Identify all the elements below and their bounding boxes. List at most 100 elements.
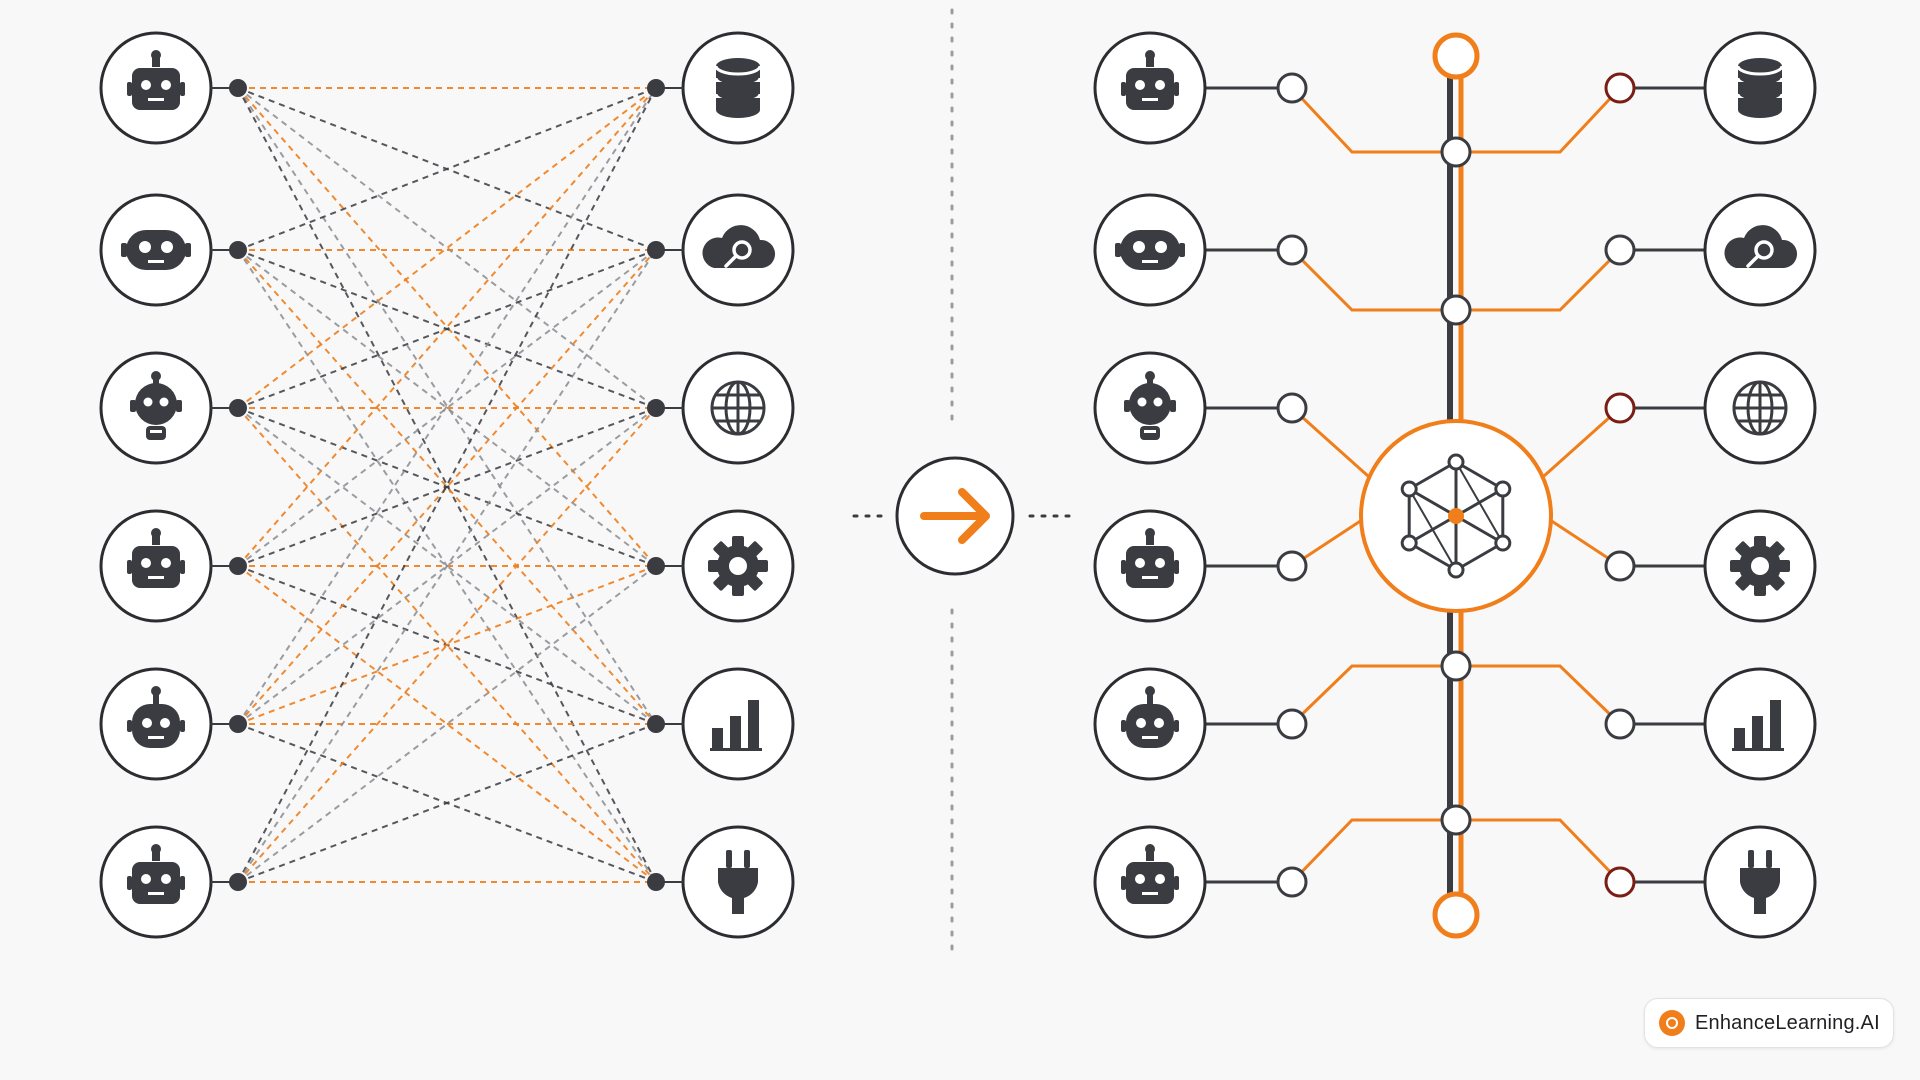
service-port (1604, 708, 1636, 740)
hub-spoke (1455, 514, 1504, 545)
arrow-right-icon (920, 488, 990, 544)
agent-port (229, 79, 247, 97)
agent-node (1093, 351, 1207, 465)
agent-node (1093, 825, 1207, 939)
hub-vertex (1400, 534, 1418, 552)
service-node (1703, 509, 1817, 623)
globe-icon (710, 380, 766, 436)
hub-vertex (1494, 534, 1512, 552)
service-port (647, 399, 665, 417)
hub-vertex (1447, 453, 1465, 471)
bus-junction (1440, 294, 1472, 326)
hub-edge (1455, 461, 1504, 544)
bus-junction (1440, 804, 1472, 836)
service-node (681, 31, 795, 145)
agent-node (1093, 193, 1207, 307)
agent-port (229, 241, 247, 259)
agent-node (99, 509, 213, 623)
gear-icon (1730, 536, 1790, 596)
mesh-link (237, 723, 657, 883)
service-port (1604, 550, 1636, 582)
service-node (1703, 351, 1817, 465)
service-node (681, 193, 795, 307)
right-bus-network (1205, 32, 1705, 939)
mesh-link (237, 87, 657, 251)
agent-port (229, 873, 247, 891)
service-node (681, 825, 795, 939)
agent-node (99, 351, 213, 465)
brand-name: EnhanceLearning.AI (1695, 1011, 1880, 1034)
agent-port (1276, 708, 1308, 740)
hub-spoke (1408, 487, 1457, 518)
mesh-link (237, 87, 657, 567)
service-route (1456, 664, 1622, 726)
service-node (1703, 667, 1817, 781)
service-node (681, 351, 795, 465)
agent-port (229, 557, 247, 575)
mesh-link (237, 87, 657, 725)
hub-edge (1408, 488, 1457, 571)
service-node (1703, 31, 1817, 145)
service-port (1604, 392, 1636, 424)
bus-junction (1440, 136, 1472, 168)
agent-node (99, 667, 213, 781)
hub-edge (1455, 541, 1504, 572)
left-connection-mesh (237, 87, 657, 883)
brand-badge[interactable]: EnhanceLearning.AI (1644, 998, 1894, 1048)
network-hub-icon (1400, 453, 1512, 579)
service-port (1604, 866, 1636, 898)
service-port (647, 557, 665, 575)
service-node (1703, 825, 1817, 939)
brand-logo-icon (1659, 1010, 1685, 1036)
service-port (647, 79, 665, 97)
database-icon (1736, 56, 1784, 120)
agent-node (1093, 667, 1207, 781)
mesh-link (237, 249, 657, 883)
agent-port (1276, 392, 1308, 424)
service-port (1604, 234, 1636, 266)
database-icon (714, 56, 762, 120)
service-node (1703, 193, 1817, 307)
right-panel (1093, 31, 1817, 939)
left-panel (99, 31, 795, 939)
globe-icon (1732, 380, 1788, 436)
agent-node (1093, 509, 1207, 623)
service-route (1456, 248, 1622, 312)
agent-route (1290, 818, 1456, 884)
service-port (1604, 72, 1636, 104)
hub-edge (1455, 460, 1504, 491)
mesh-link (237, 565, 657, 725)
service-route (1456, 86, 1622, 154)
agent-port (229, 399, 247, 417)
mesh-link (237, 249, 657, 409)
agent-node (99, 193, 213, 307)
service-port (647, 241, 665, 259)
service-port (647, 873, 665, 891)
mesh-link (237, 87, 657, 725)
agent-route (1290, 406, 1370, 478)
hub-vertex (1400, 480, 1418, 498)
bus-terminal-bottom (1432, 891, 1480, 939)
hub-vertex (1447, 561, 1465, 579)
service-route (1542, 406, 1622, 478)
mesh-link (237, 87, 657, 567)
agent-port (229, 715, 247, 733)
agent-port (1276, 550, 1308, 582)
service-node (681, 667, 795, 781)
agent-port (1276, 234, 1308, 266)
hub-vertex (1494, 480, 1512, 498)
hub-edge (1408, 460, 1457, 491)
agent-node (99, 31, 213, 145)
transition-arrow (895, 456, 1015, 576)
service-route (1456, 818, 1622, 884)
bus-junction (1440, 650, 1472, 682)
hub-edge (1408, 541, 1457, 572)
divider (852, 8, 1072, 957)
agent-route (1290, 86, 1456, 154)
agent-route (1290, 248, 1456, 312)
hub-core (1448, 508, 1464, 524)
agent-route (1290, 664, 1456, 726)
service-port (647, 715, 665, 733)
agent-port (1276, 866, 1308, 898)
